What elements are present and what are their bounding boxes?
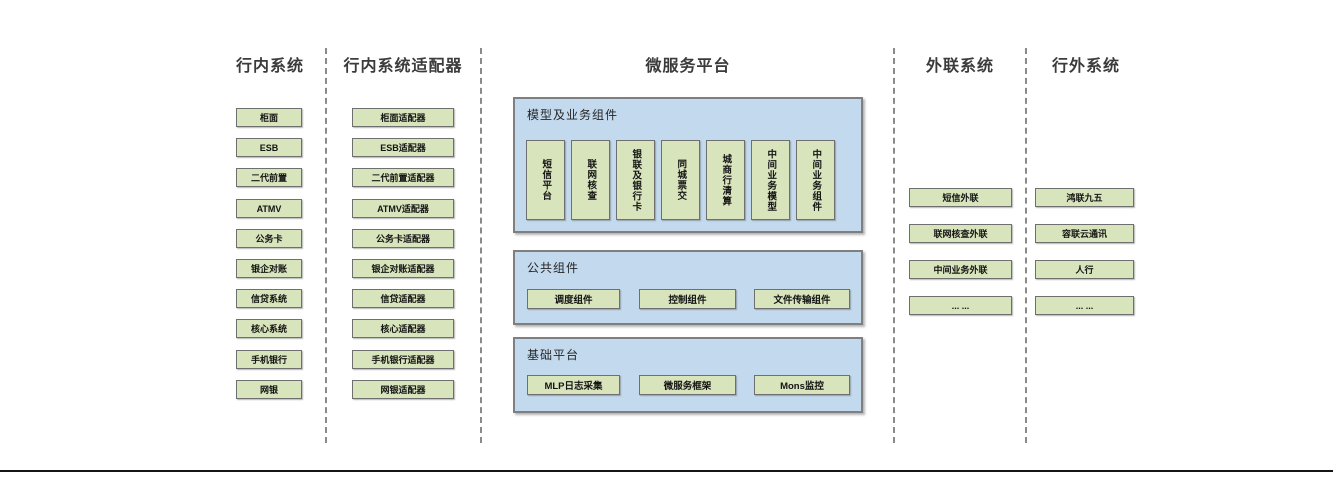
- diagram-node: 银企对账: [236, 259, 302, 278]
- diagram-node: ESB适配器: [352, 138, 454, 157]
- diagram-node: ... ...: [1035, 296, 1134, 315]
- column-title-external-systems: 行外系统: [1051, 58, 1120, 75]
- diagram-node: 二代前置: [236, 168, 302, 187]
- diagram-node-vertical: 中间业务模型: [751, 140, 790, 220]
- diagram-node: 文件传输组件: [754, 289, 850, 309]
- column-title-microservice-platform: 微服务平台: [645, 58, 731, 75]
- diagram-node: 联网核查外联: [909, 224, 1012, 243]
- bottom-divider: [0, 470, 1333, 472]
- column-title-internal-adapters: 行内系统适配器: [343, 58, 463, 75]
- diagram-node: Mons监控: [754, 375, 850, 395]
- diagram-node: 网银适配器: [352, 380, 454, 399]
- diagram-node: 核心系统: [236, 319, 302, 338]
- diagram-node: 调度组件: [527, 289, 620, 309]
- panel-title: 基础平台: [527, 348, 580, 362]
- diagram-node: 二代前置适配器: [352, 168, 454, 187]
- column-separator: [893, 48, 895, 443]
- diagram-node: 网银: [236, 380, 302, 399]
- diagram-node: 信贷系统: [236, 289, 302, 308]
- column-title-outreach-systems: 外联系统: [925, 58, 994, 75]
- diagram-node: 微服务框架: [639, 375, 736, 395]
- diagram-node: ATMV适配器: [352, 199, 454, 218]
- diagram-node: 鸿联九五: [1035, 188, 1134, 207]
- column-separator: [325, 48, 327, 443]
- diagram-node: 容联云通讯: [1035, 224, 1134, 243]
- diagram-node: 银企对账适配器: [352, 259, 454, 278]
- panel-common-components: 公共组件 调度组件 控制组件 文件传输组件: [513, 250, 863, 325]
- diagram-node: 人行: [1035, 260, 1134, 279]
- diagram-node-vertical: 联网核查: [571, 140, 610, 220]
- diagram-node-vertical: 城商行清算: [706, 140, 745, 220]
- column-separator: [480, 48, 482, 443]
- diagram-node: 柜面适配器: [352, 108, 454, 127]
- panel-base-platform: 基础平台 MLP日志采集 微服务框架 Mons监控: [513, 337, 863, 413]
- column-separator: [1025, 48, 1027, 443]
- diagram-node: 中间业务外联: [909, 260, 1012, 279]
- diagram-node: 控制组件: [639, 289, 736, 309]
- diagram-node-vertical: 银联及银行卡: [616, 140, 655, 220]
- diagram-node: 短信外联: [909, 188, 1012, 207]
- panel-title: 模型及业务组件: [527, 108, 619, 122]
- diagram-node: 核心适配器: [352, 319, 454, 338]
- diagram-node-vertical: 短信平台: [526, 140, 565, 220]
- diagram-node: MLP日志采集: [527, 375, 620, 395]
- diagram-node: ... ...: [909, 296, 1012, 315]
- diagram-node: 信贷适配器: [352, 289, 454, 308]
- diagram-node-vertical: 同城票交: [661, 140, 700, 220]
- diagram-node: 手机银行: [236, 350, 302, 369]
- panel-model-business-components: 模型及业务组件 短信平台 联网核查 银联及银行卡 同城票交 城商行清算 中间业务…: [513, 97, 863, 233]
- diagram-node: ESB: [236, 138, 302, 157]
- diagram-node: 公务卡: [236, 229, 302, 248]
- diagram-node: 柜面: [236, 108, 302, 127]
- diagram-node-vertical: 中间业务组件: [796, 140, 835, 220]
- column-title-internal-systems: 行内系统: [235, 58, 304, 75]
- diagram-node: 手机银行适配器: [352, 350, 454, 369]
- diagram-node: 公务卡适配器: [352, 229, 454, 248]
- diagram-node: ATMV: [236, 199, 302, 218]
- panel-title: 公共组件: [527, 261, 580, 275]
